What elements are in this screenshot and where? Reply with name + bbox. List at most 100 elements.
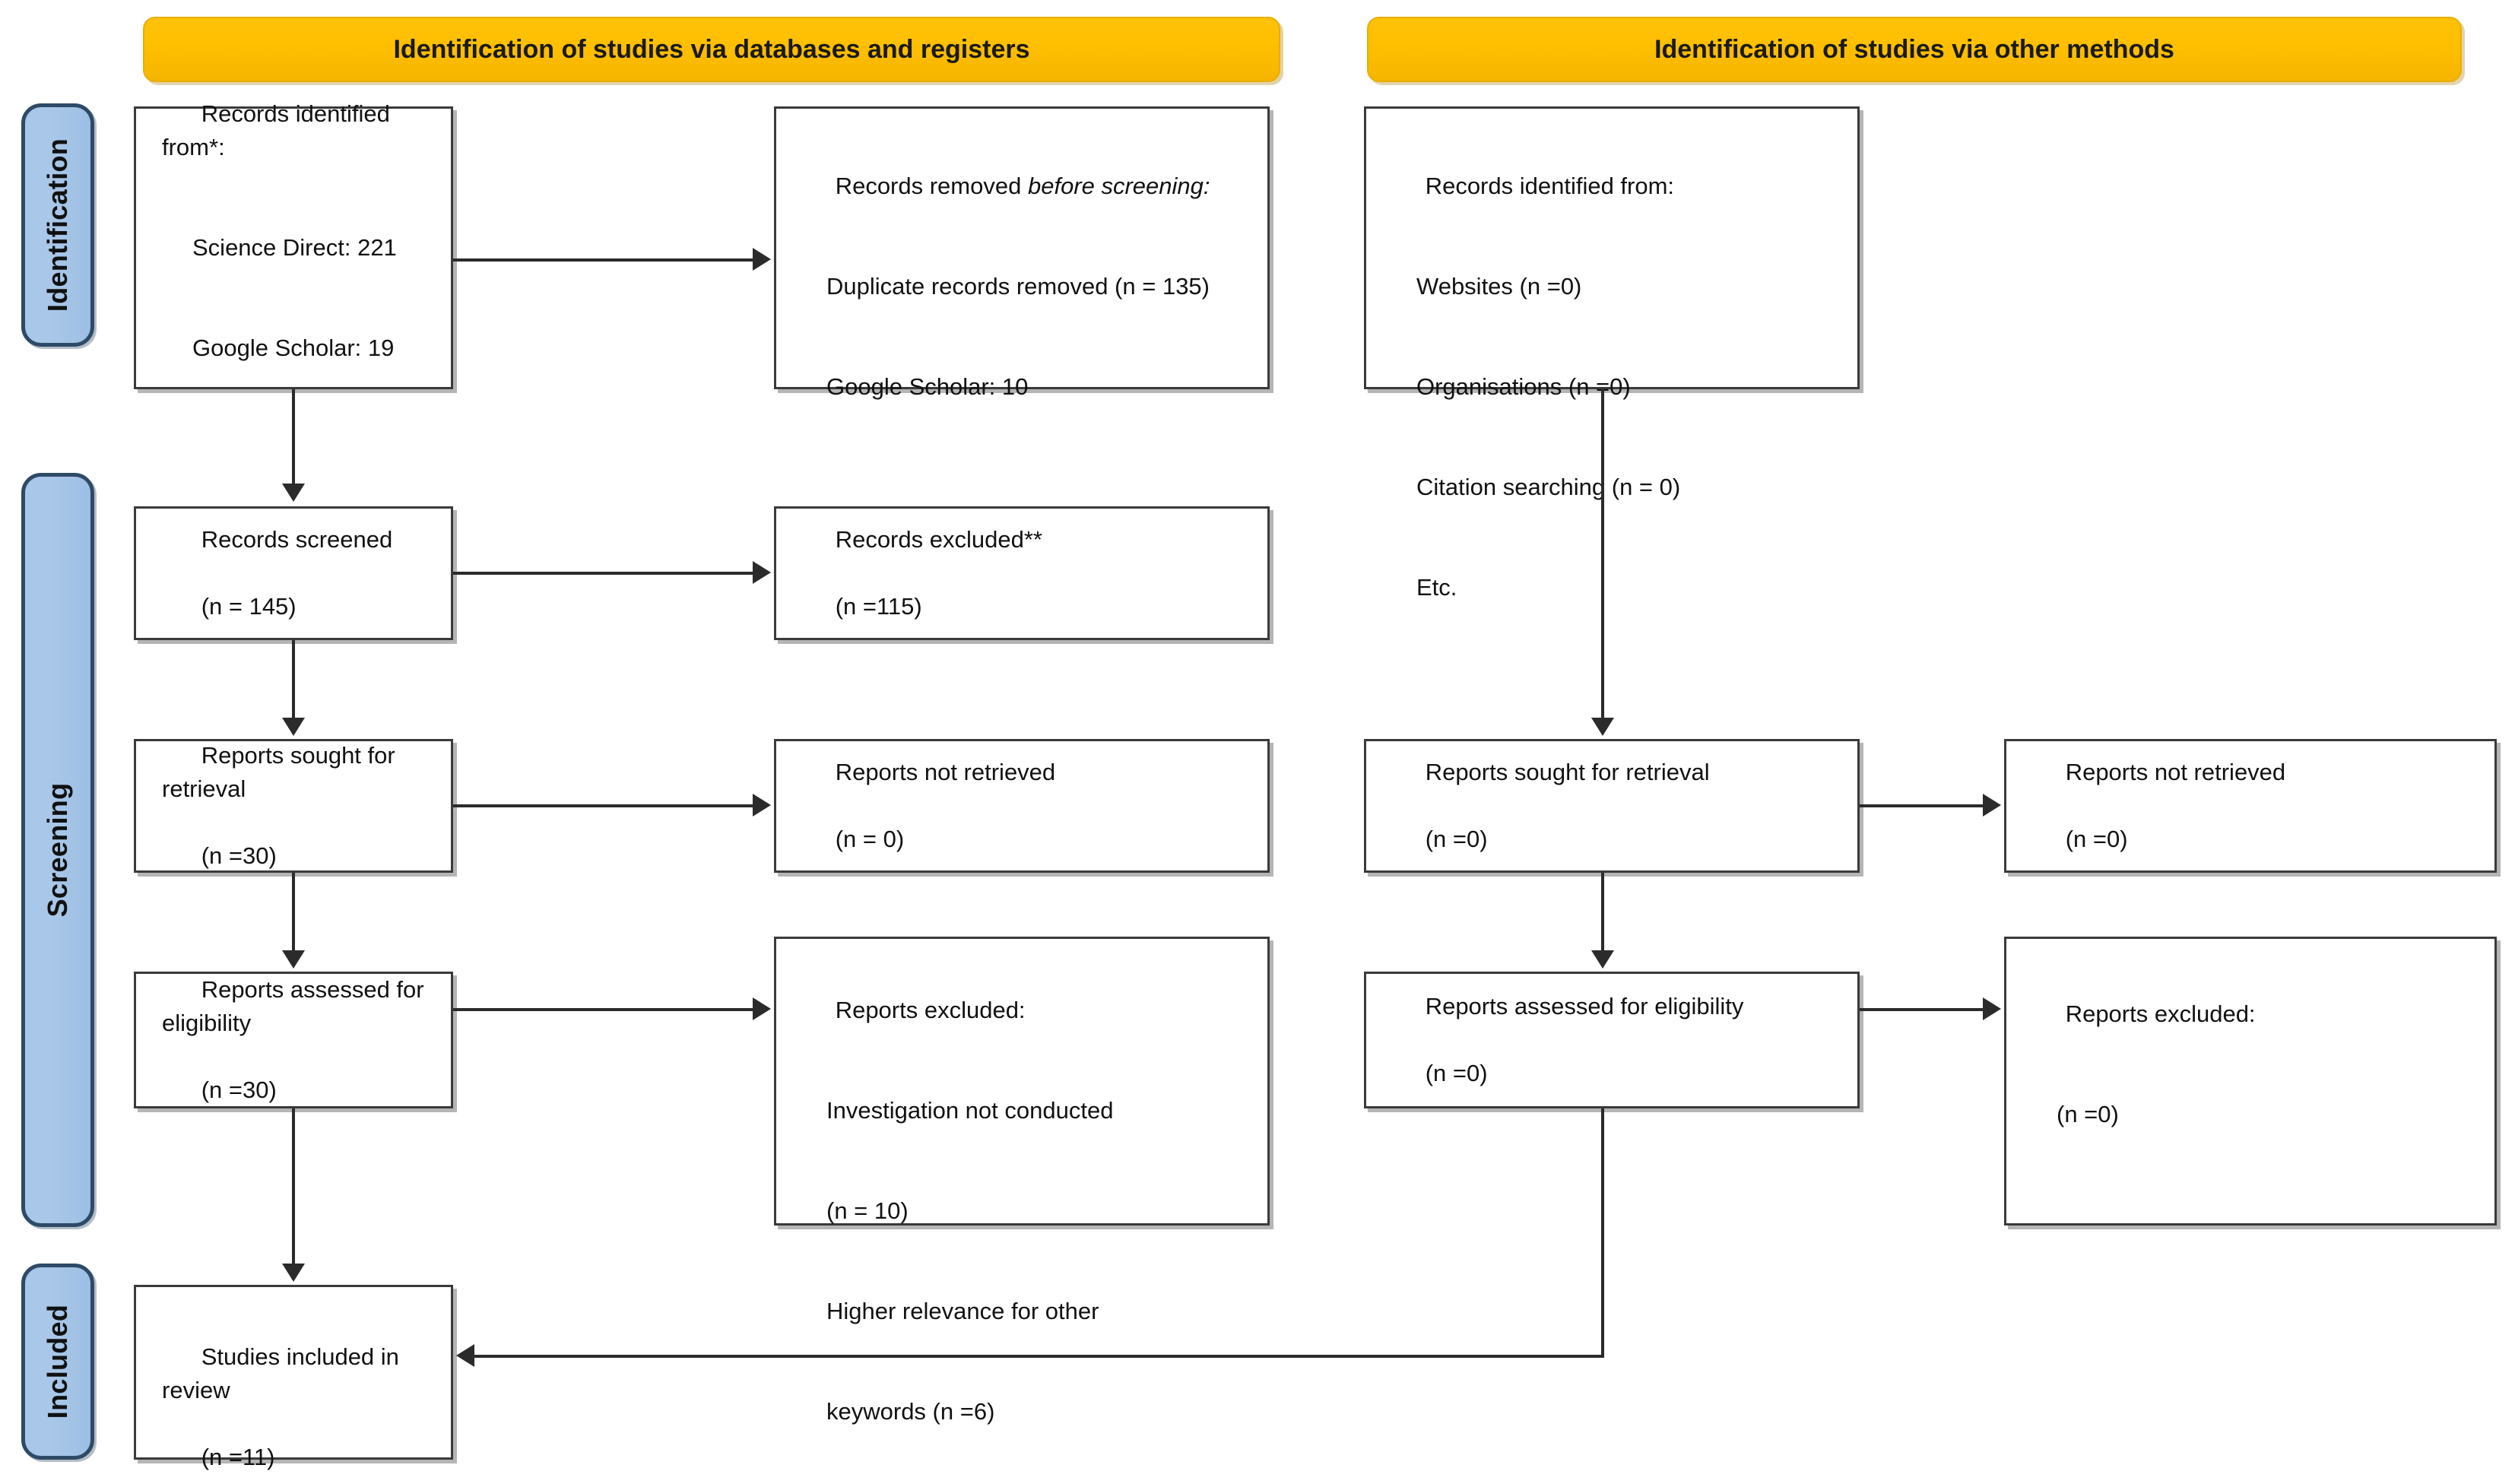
arrow-other-identified-to-sought — [1591, 718, 1614, 736]
connector-screened-to-excluded — [453, 572, 753, 575]
box-other-reports-not-retrieved-line-1: (n =0) — [2065, 826, 2128, 853]
box-reports-excluded-detail-line-4: keywords (n =6) — [826, 1398, 995, 1425]
box-reports-excluded-detail-line-1: Investigation not conducted — [826, 1097, 1114, 1124]
box-records-identified-line-2: Google Scholar: 19 — [192, 335, 395, 362]
box-studies-included-body: Studies included in review (n =11) Repor… — [162, 1307, 436, 1484]
connector-other-assessed-to-included-vertical — [1601, 1108, 1604, 1356]
box-other-records-identified-line-4: Etc. — [1416, 574, 1457, 601]
banner-other-methods: Identification of studies via other meth… — [1367, 17, 2462, 82]
box-other-reports-sought-line-1: (n =0) — [1425, 826, 1488, 853]
connector-identified-to-removed — [453, 258, 753, 262]
banner-databases-and-registers-text: Identification of studies via databases … — [393, 34, 1030, 64]
box-records-screened-line-1: (n = 145) — [201, 593, 297, 620]
box-records-removed-heading-tail: : — [1203, 173, 1210, 200]
box-records-removed-heading-plain: Records removed — [835, 173, 1028, 200]
box-records-identified-line-1: Science Direct: 221 — [192, 233, 397, 261]
box-other-reports-assessed-heading: Reports assessed for eligibility — [1425, 992, 1744, 1019]
box-reports-not-retrieved-body: Reports not retrieved (n = 0) — [796, 722, 1252, 889]
arrow-other-to-studies-included — [456, 1344, 474, 1367]
box-other-reports-excluded-line-1: (n =0) — [2057, 1101, 2119, 1128]
box-other-reports-assessed: Reports assessed for eligibility (n =0) — [1364, 972, 1860, 1108]
stage-label-identification: Identification — [21, 103, 94, 347]
box-records-identified-heading: Records identified from*: — [162, 100, 397, 160]
box-records-removed-body: Records removed before screening: Duplic… — [796, 136, 1255, 471]
box-records-removed-line-2: Google Scholar: 10 — [826, 373, 1029, 401]
box-records-identified: Records identified from*: Science Direct… — [134, 100, 453, 389]
arrow-screened-to-sought — [282, 718, 305, 736]
box-other-records-identified-line-1: Websites (n =0) — [1416, 273, 1582, 300]
box-other-reports-sought: Reports sought for retrieval (n =0) — [1364, 739, 1860, 873]
box-other-records-identified-heading: Records identified from: — [1425, 173, 1675, 200]
arrow-other-assessed-to-excluded — [1983, 997, 2001, 1020]
box-studies-included-line-2: (n =11) — [201, 1444, 275, 1471]
arrow-other-sought-to-assessed — [1591, 950, 1614, 969]
box-studies-included-line-1: Studies included in review — [162, 1343, 406, 1404]
box-reports-sought-body: Reports sought for retrieval (n =30) — [162, 706, 436, 906]
box-other-reports-assessed-line-1: (n =0) — [1425, 1060, 1488, 1087]
box-records-screened-body: Records screened (n = 145) — [162, 490, 436, 657]
box-reports-not-retrieved-heading: Reports not retrieved — [835, 758, 1056, 785]
box-reports-excluded-detail-line-3: Higher relevance for other — [826, 1298, 1099, 1325]
connector-other-assessed-to-excluded — [1860, 1008, 1983, 1011]
connector-other-sought-to-assessed — [1601, 873, 1604, 952]
box-other-reports-not-retrieved-heading: Reports not retrieved — [2065, 758, 2286, 785]
connector-other-identified-to-sought — [1601, 389, 1604, 719]
box-other-reports-excluded-heading: Reports excluded: — [2065, 1000, 2256, 1027]
box-reports-assessed: Reports assessed for eligibility (n =30) — [134, 972, 453, 1108]
box-other-records-identified: Records identified from: Websites (n =0)… — [1364, 106, 1860, 601]
box-reports-excluded-detail: Reports excluded: Investigation not cond… — [774, 937, 1270, 1425]
arrow-identified-to-removed — [753, 248, 771, 271]
box-reports-assessed-body: Reports assessed for eligibility (n =30) — [162, 940, 436, 1140]
box-other-records-identified-body: Records identified from: Websites (n =0)… — [1386, 136, 1847, 671]
connector-sought-to-assessed — [292, 873, 295, 952]
connector-screened-to-sought — [292, 640, 295, 719]
box-other-reports-excluded: Reports excluded: (n =0) — [2004, 937, 2497, 1226]
stage-label-screening: Screening — [21, 473, 94, 1227]
box-other-reports-not-retrieved-body: Reports not retrieved (n =0) — [2026, 722, 2479, 889]
connector-sought-to-not-retrieved — [453, 804, 753, 807]
stage-label-screening-text: Screening — [42, 782, 73, 918]
box-other-reports-excluded-body: Reports excluded: (n =0) — [2026, 964, 2479, 1198]
stage-label-identification-text: Identification — [42, 138, 73, 312]
box-records-screened-heading: Records screened — [201, 525, 393, 553]
arrow-identified-to-screened — [282, 484, 305, 502]
box-records-excluded-line-1: (n =115) — [835, 593, 922, 620]
connector-other-assessed-to-included-horizontal — [474, 1355, 1604, 1358]
stage-label-included: Included — [21, 1264, 94, 1460]
box-other-reports-not-retrieved: Reports not retrieved (n =0) — [2004, 739, 2497, 873]
box-other-reports-assessed-body: Reports assessed for eligibility (n =0) — [1386, 956, 1842, 1124]
box-reports-excluded-detail-heading: Reports excluded: — [835, 997, 1026, 1024]
arrow-sought-to-assessed — [282, 950, 305, 969]
arrow-assessed-to-excluded — [753, 997, 771, 1020]
banner-databases-and-registers: Identification of studies via databases … — [143, 17, 1280, 82]
box-other-records-identified-line-3: Citation searching (n = 0) — [1416, 474, 1681, 501]
box-other-reports-sought-body: Reports sought for retrieval (n =0) — [1386, 722, 1842, 889]
box-records-removed-line-1: Duplicate records removed (n = 135) — [826, 273, 1210, 300]
arrow-sought-to-not-retrieved — [753, 794, 771, 817]
box-reports-excluded-detail-line-2: (n = 10) — [826, 1197, 909, 1225]
box-reports-sought: Reports sought for retrieval (n =30) — [134, 739, 453, 873]
arrow-screened-to-excluded — [753, 561, 771, 584]
box-records-excluded-body: Records excluded** (n =115) — [796, 490, 1252, 657]
box-records-identified-body: Records identified from*: Science Direct… — [162, 64, 436, 432]
box-records-screened: Records screened (n = 145) — [134, 506, 453, 640]
arrow-other-sought-to-not-retrieved — [1983, 794, 2001, 817]
box-records-excluded: Records excluded** (n =115) — [774, 506, 1270, 640]
box-studies-included: Studies included in review (n =11) Repor… — [134, 1285, 453, 1470]
box-other-records-identified-line-2: Organisations (n =0) — [1416, 373, 1631, 401]
box-other-reports-sought-heading: Reports sought for retrieval — [1425, 758, 1710, 785]
box-reports-not-retrieved-line-1: (n = 0) — [835, 826, 905, 853]
box-records-removed-heading-italic: before screening — [1027, 173, 1204, 200]
box-reports-assessed-heading: Reports assessed for eligibility — [162, 975, 431, 1036]
box-reports-sought-heading: Reports sought for retrieval — [162, 741, 402, 802]
box-records-removed-before-screening: Records removed before screening: Duplic… — [774, 106, 1270, 400]
connector-identified-to-screened — [292, 389, 295, 485]
stage-label-included-text: Included — [42, 1304, 73, 1419]
connector-assessed-to-excluded — [453, 1008, 753, 1011]
box-reports-sought-line-1: (n =30) — [201, 842, 277, 870]
connector-assessed-to-included — [292, 1108, 295, 1270]
box-reports-excluded-detail-body: Reports excluded: Investigation not cond… — [796, 960, 1257, 1484]
banner-other-methods-text: Identification of studies via other meth… — [1654, 34, 2174, 64]
box-records-excluded-heading: Records excluded** — [835, 525, 1042, 553]
